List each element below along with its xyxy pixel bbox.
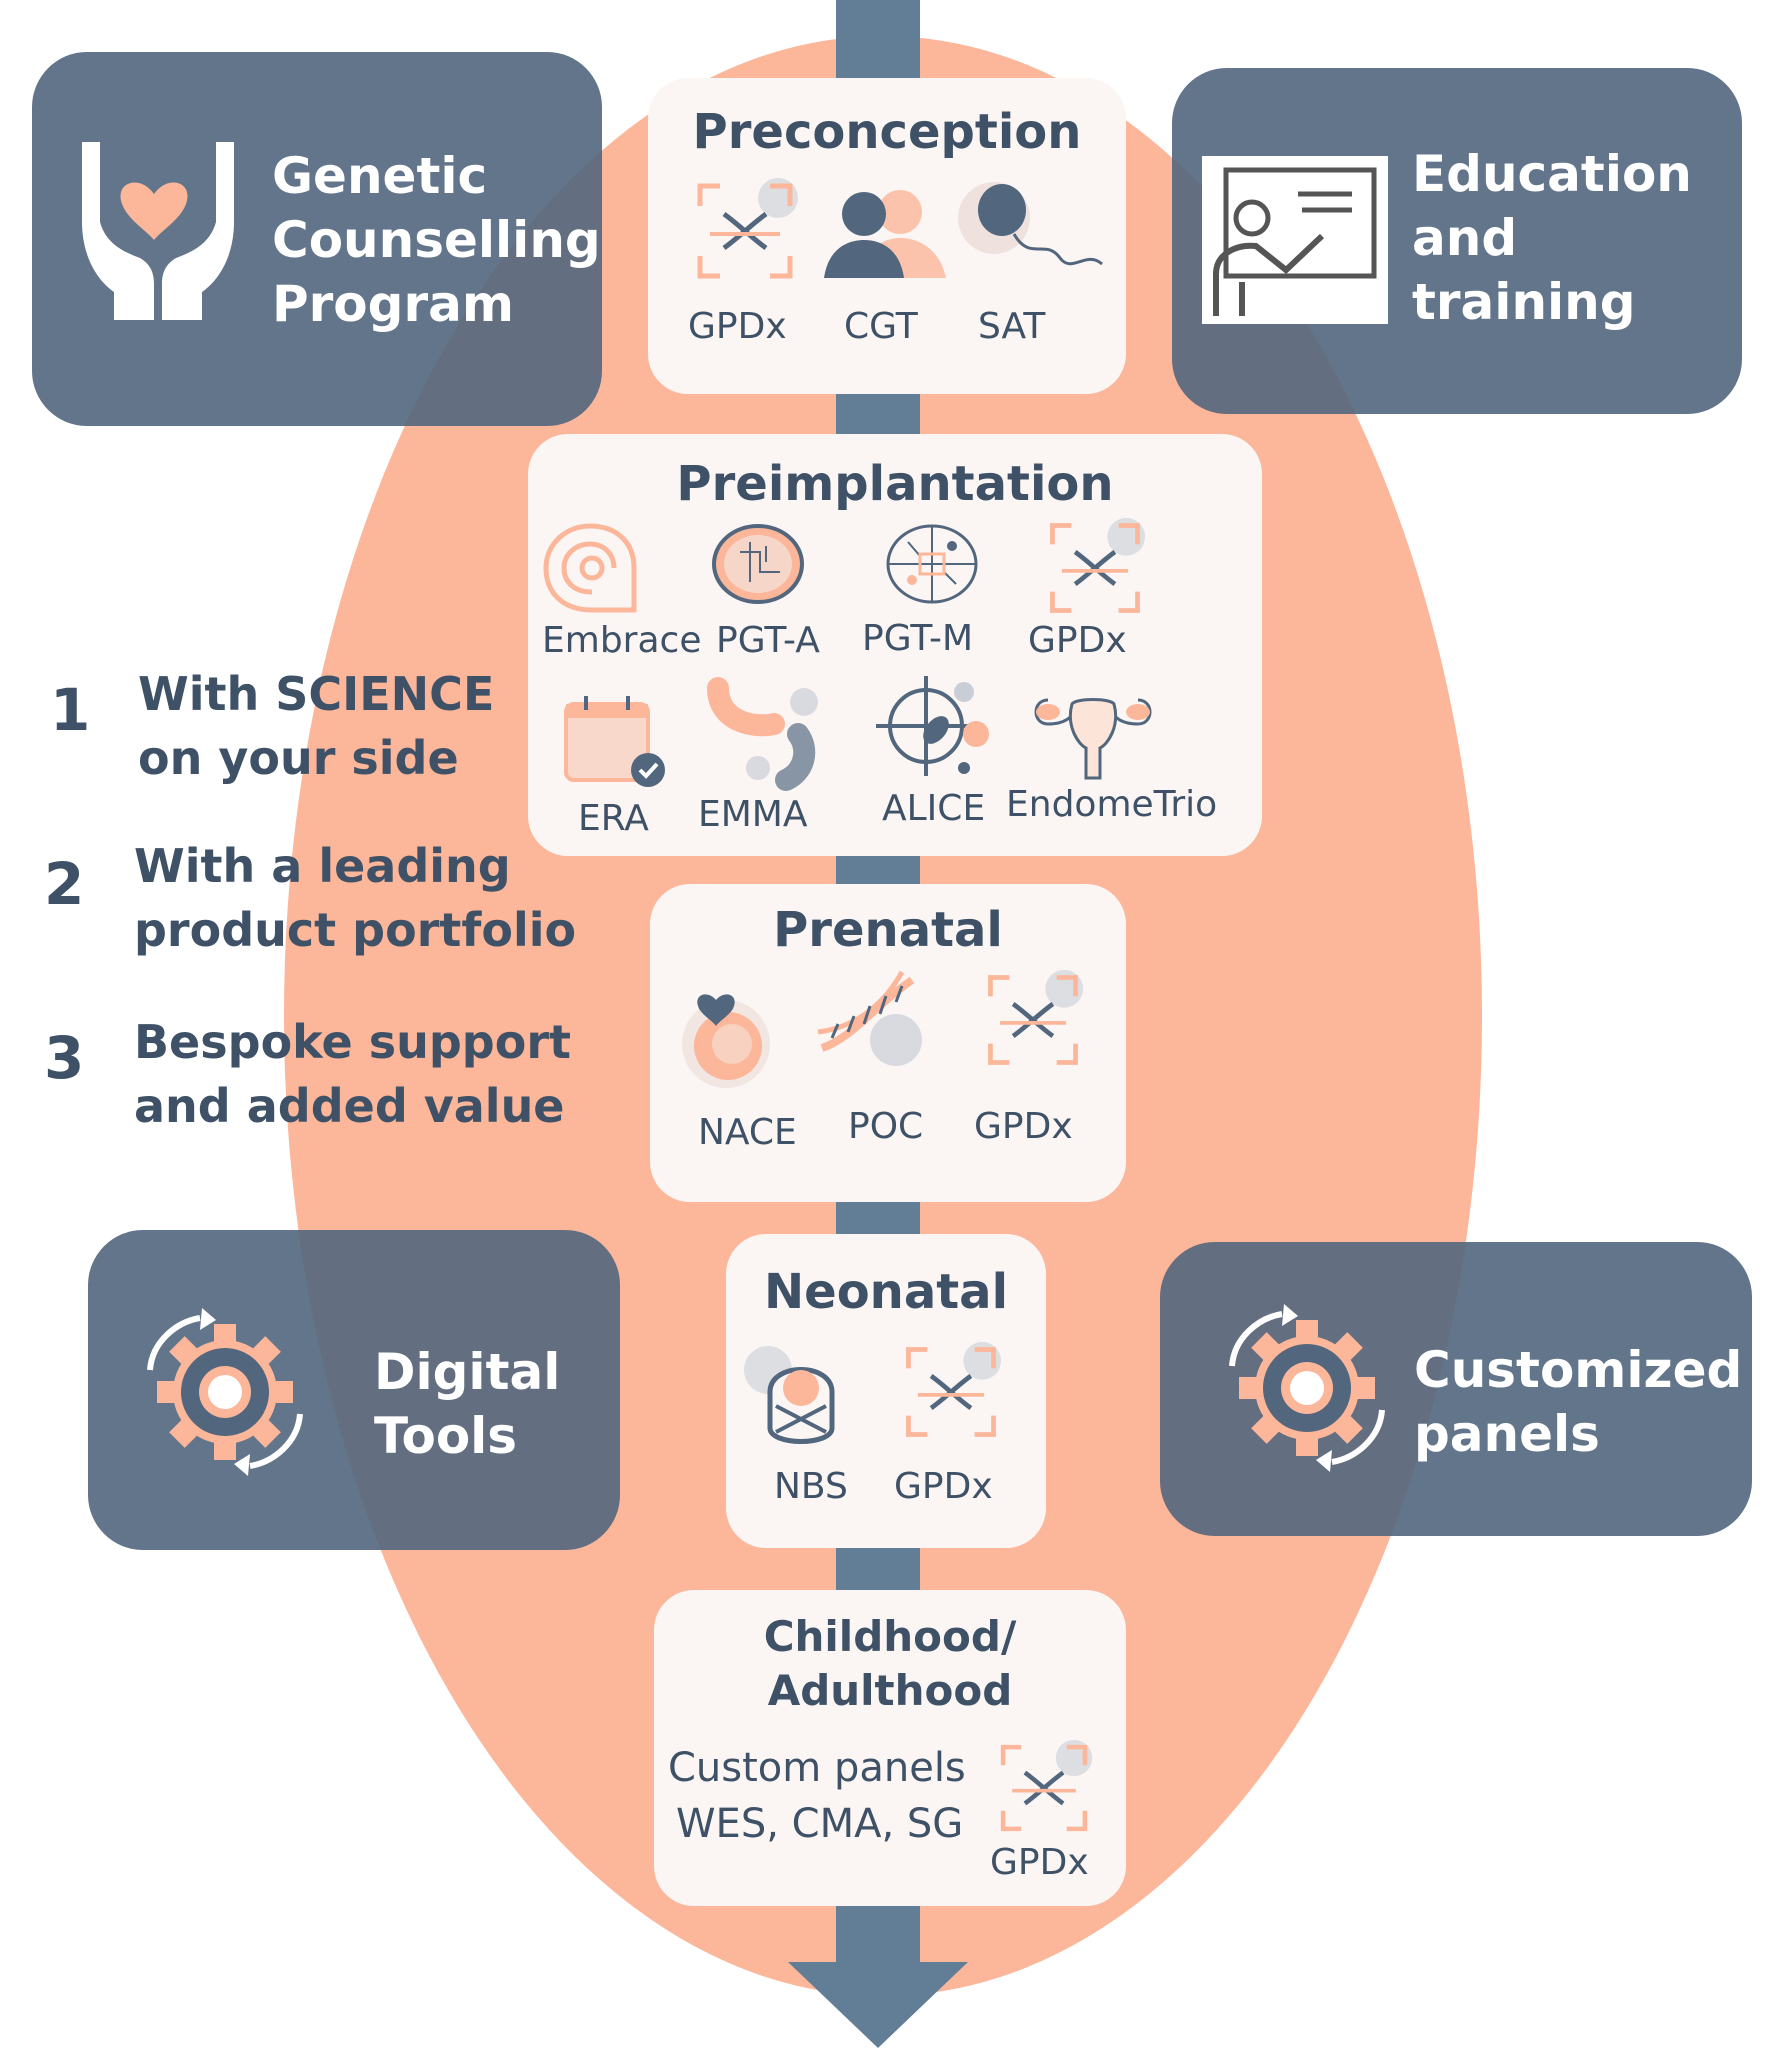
customized-panels-line-1: Customized <box>1414 1341 1743 1399</box>
customized-panels-line-2: panels <box>1414 1405 1600 1463</box>
point-2-line-2: product portfolio <box>134 903 577 957</box>
neonatal-item-gpdx: GPDx <box>894 1466 993 1507</box>
dna-scan-icon <box>906 1341 1002 1437</box>
neonatal-title: Neonatal <box>763 1264 1009 1320</box>
preimplantation-item-pgt-m: PGT-M <box>862 618 974 659</box>
customized-panels-box: Customized panels <box>1160 1242 1752 1536</box>
point-2-number: 2 <box>44 850 85 918</box>
dna-scan-icon <box>697 178 798 279</box>
prenatal-box: Prenatal NACE POC GPDx <box>650 884 1126 1202</box>
point-3-number: 3 <box>44 1024 85 1092</box>
caring-hands-heart-icon <box>82 142 234 320</box>
preimplantation-title: Preimplantation <box>676 456 1114 512</box>
poc-dna-icon <box>817 970 922 1066</box>
preimplantation-item-pgt-a: PGT-A <box>716 620 820 661</box>
sperm-icon <box>958 182 1103 266</box>
point-1-line-1: With SCIENCE <box>138 667 495 721</box>
dna-scan-icon <box>1050 517 1146 613</box>
childhood-title-line-1: Childhood/ <box>763 1612 1017 1661</box>
gear-cycle-icon <box>1229 1304 1385 1472</box>
genetic-counselling-line-2: Counselling <box>272 211 601 269</box>
childhood-title-line-2: Adulthood <box>767 1666 1013 1715</box>
teacher-board-icon <box>1202 156 1388 324</box>
point-1-line-2: on your side <box>138 731 459 785</box>
education-line-2: and <box>1412 209 1518 267</box>
preimplantation-item-emma: EMMA <box>698 794 808 835</box>
prenatal-item-poc: POC <box>848 1106 924 1147</box>
point-3-line-1: Bespoke support <box>134 1015 571 1069</box>
preconception-title: Preconception <box>692 104 1082 160</box>
point-2-line-1: With a leading <box>134 839 511 893</box>
dna-scan-icon <box>1000 1739 1093 1832</box>
pgt-a-cell-icon <box>712 524 804 604</box>
uterus-icon <box>1034 698 1152 780</box>
preconception-item-gpdx: GPDx <box>688 306 787 347</box>
point-1-number: 1 <box>50 676 91 744</box>
neonatal-item-nbs: NBS <box>774 1466 848 1507</box>
gear-cycle-icon <box>147 1308 303 1476</box>
childhood-text-line-2: WES, CMA, SG <box>676 1801 964 1847</box>
neonatal-box: Neonatal NBS GPDx <box>726 1234 1046 1548</box>
childhood-item-gpdx: GPDx <box>990 1842 1089 1883</box>
digital-tools-line-1: Digital <box>374 1343 561 1401</box>
calendar-check-icon <box>564 696 665 787</box>
prenatal-title: Prenatal <box>773 902 1003 958</box>
newborn-icon <box>744 1346 835 1444</box>
preimplantation-item-endometrio: EndomeTrio <box>1006 784 1218 825</box>
alice-target-icon <box>876 676 989 776</box>
digital-tools-line-2: Tools <box>374 1407 518 1465</box>
pgt-m-cell-icon <box>886 524 978 604</box>
preconception-box: Preconception GPDx CGT SAT <box>648 78 1126 394</box>
nace-fetus-icon <box>682 994 770 1088</box>
preimplantation-box: Preimplantation Embrace PGT-A PGT-M GPD <box>528 434 1262 856</box>
preimplantation-item-gpdx: GPDx <box>1028 620 1127 661</box>
education-training-box: Education and training <box>1172 68 1742 414</box>
dna-scan-icon <box>988 969 1084 1065</box>
genetic-counselling-line-1: Genetic <box>272 147 488 205</box>
education-line-3: training <box>1412 273 1636 331</box>
point-3-line-2: and added value <box>134 1079 565 1133</box>
preconception-item-cgt: CGT <box>844 306 918 347</box>
childhood-adulthood-box: Childhood/ Adulthood Custom panels WES, … <box>654 1590 1126 1906</box>
preimplantation-item-embrace: Embrace <box>542 620 702 661</box>
preimplantation-item-era: ERA <box>578 798 649 839</box>
genetic-counselling-box: Genetic Counselling Program <box>32 52 602 426</box>
couple-icon <box>824 190 946 278</box>
digital-tools-box: Digital Tools <box>88 1230 620 1550</box>
timeline-arrowhead-icon <box>788 1962 968 2048</box>
education-line-1: Education <box>1412 145 1692 203</box>
genetic-counselling-line-3: Program <box>272 275 514 333</box>
prenatal-item-nace: NACE <box>698 1112 797 1153</box>
prenatal-item-gpdx: GPDx <box>974 1106 1073 1147</box>
embrace-swirl-icon <box>543 523 637 613</box>
childhood-text-line-1: Custom panels <box>668 1745 966 1791</box>
preimplantation-item-alice: ALICE <box>882 788 986 829</box>
preconception-item-sat: SAT <box>978 306 1046 347</box>
emma-microbe-icon <box>707 677 818 791</box>
